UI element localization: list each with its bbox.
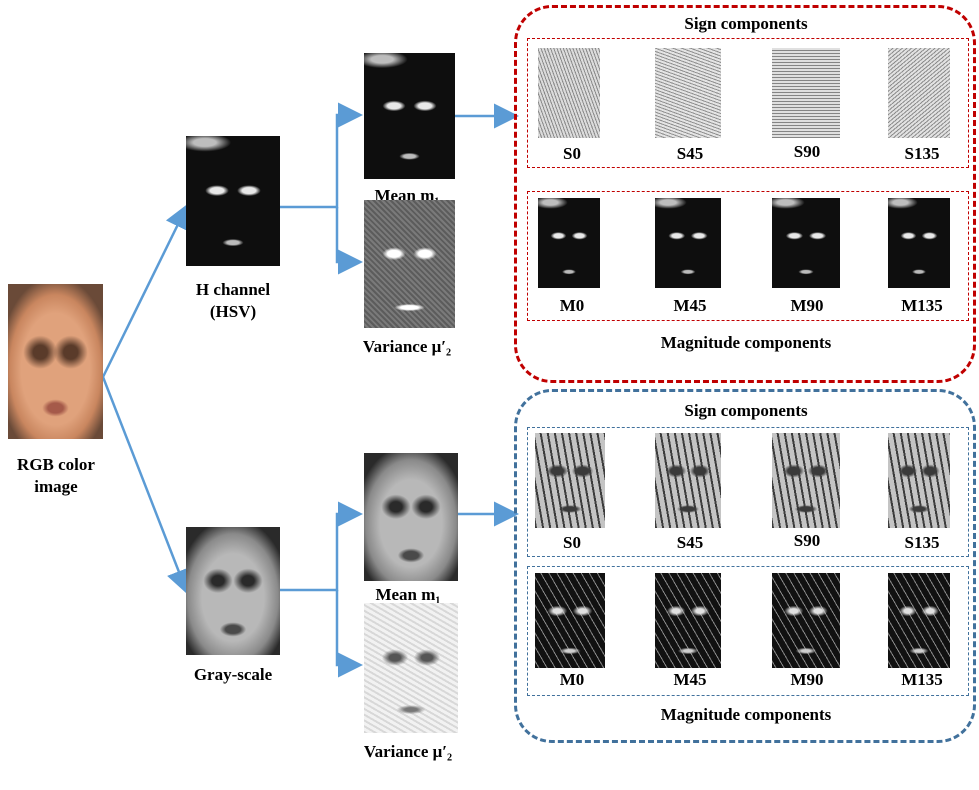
gray-mean-label: Mean m₁ xyxy=(375,585,441,604)
h-channel-label-line2: (HSV) xyxy=(209,302,257,321)
gray-sign-s0-image xyxy=(535,433,605,528)
h-channel-label-line1: H channel xyxy=(195,280,271,299)
h-channel-image xyxy=(186,136,280,266)
h-variance-label: Variance μ′₂ xyxy=(362,337,452,356)
hsv-magnitude-box xyxy=(527,191,969,321)
hsv-sign-s135-label: S135 xyxy=(904,144,940,163)
h-mean-image xyxy=(364,53,455,179)
arrow-gray-to-mean xyxy=(280,501,363,592)
gray-sign-s45-label: S45 xyxy=(676,533,704,552)
gray-variance-label: Variance μ′₂ xyxy=(363,742,453,761)
arrow-gray-to-variance xyxy=(335,590,363,678)
arrow-h-to-variance xyxy=(335,207,363,275)
gray-sign-box xyxy=(527,427,969,557)
gray-mag-m0-image xyxy=(535,573,605,668)
hsv-mag-m45-label: M45 xyxy=(673,296,707,315)
gray-sign-title: Sign components xyxy=(684,401,808,420)
gray-sign-s0-label: S0 xyxy=(563,533,581,552)
gray-sign-s45-image xyxy=(655,433,721,528)
rgb-label-line2: image xyxy=(34,477,78,496)
gray-magnitude-title: Magnitude components xyxy=(660,705,832,724)
hsv-sign-s135-image xyxy=(888,48,950,138)
gray-variance-image xyxy=(364,603,458,733)
hsv-sign-title: Sign components xyxy=(684,14,808,33)
gray-sign-s135-image xyxy=(888,433,950,528)
hsv-mag-m0-image xyxy=(538,198,600,288)
gray-mag-m0-label: M0 xyxy=(559,670,585,689)
hsv-mag-m90-image xyxy=(772,198,840,288)
hsv-mag-m45-image xyxy=(655,198,721,288)
gray-scale-image xyxy=(186,527,280,655)
hsv-sign-s90-label: S90 xyxy=(793,142,821,161)
gray-sign-s90-label: S90 xyxy=(793,531,821,550)
gray-mag-m90-label: M90 xyxy=(790,670,824,689)
rgb-label-line1: RGB color xyxy=(17,455,95,474)
rgb-face-image xyxy=(8,284,103,439)
gray-scale-label: Gray-scale xyxy=(193,665,273,684)
hsv-mag-m135-image xyxy=(888,198,950,288)
hsv-sign-s45-image xyxy=(655,48,721,138)
hsv-sign-s0-image xyxy=(538,48,600,138)
hsv-mag-m0-label: M0 xyxy=(559,296,585,315)
gray-mag-m135-image xyxy=(888,573,950,668)
gray-magnitude-box xyxy=(527,566,969,696)
gray-mag-m45-label: M45 xyxy=(673,670,707,689)
arrow-h-to-mean xyxy=(280,102,363,209)
hsv-sign-s0-label: S0 xyxy=(563,144,581,163)
h-variance-image xyxy=(364,200,455,328)
hsv-sign-box xyxy=(527,38,969,168)
gray-mean-image xyxy=(364,453,458,581)
hsv-sign-s90-image xyxy=(772,48,840,138)
hsv-mag-m90-label: M90 xyxy=(790,296,824,315)
gray-components-group xyxy=(514,389,976,743)
hsv-components-group xyxy=(514,5,976,383)
gray-sign-s90-image xyxy=(772,433,840,528)
arrow-rgb-to-h xyxy=(101,203,189,378)
arrow-rgb-to-gray xyxy=(101,376,191,595)
gray-mag-m45-image xyxy=(655,573,721,668)
gray-sign-s135-label: S135 xyxy=(904,533,940,552)
gray-mag-m90-image xyxy=(772,573,840,668)
hsv-magnitude-title: Magnitude components xyxy=(660,333,832,352)
hsv-sign-s45-label: S45 xyxy=(676,144,704,163)
gray-mag-m135-label: M135 xyxy=(901,670,943,689)
hsv-mag-m135-label: M135 xyxy=(901,296,943,315)
